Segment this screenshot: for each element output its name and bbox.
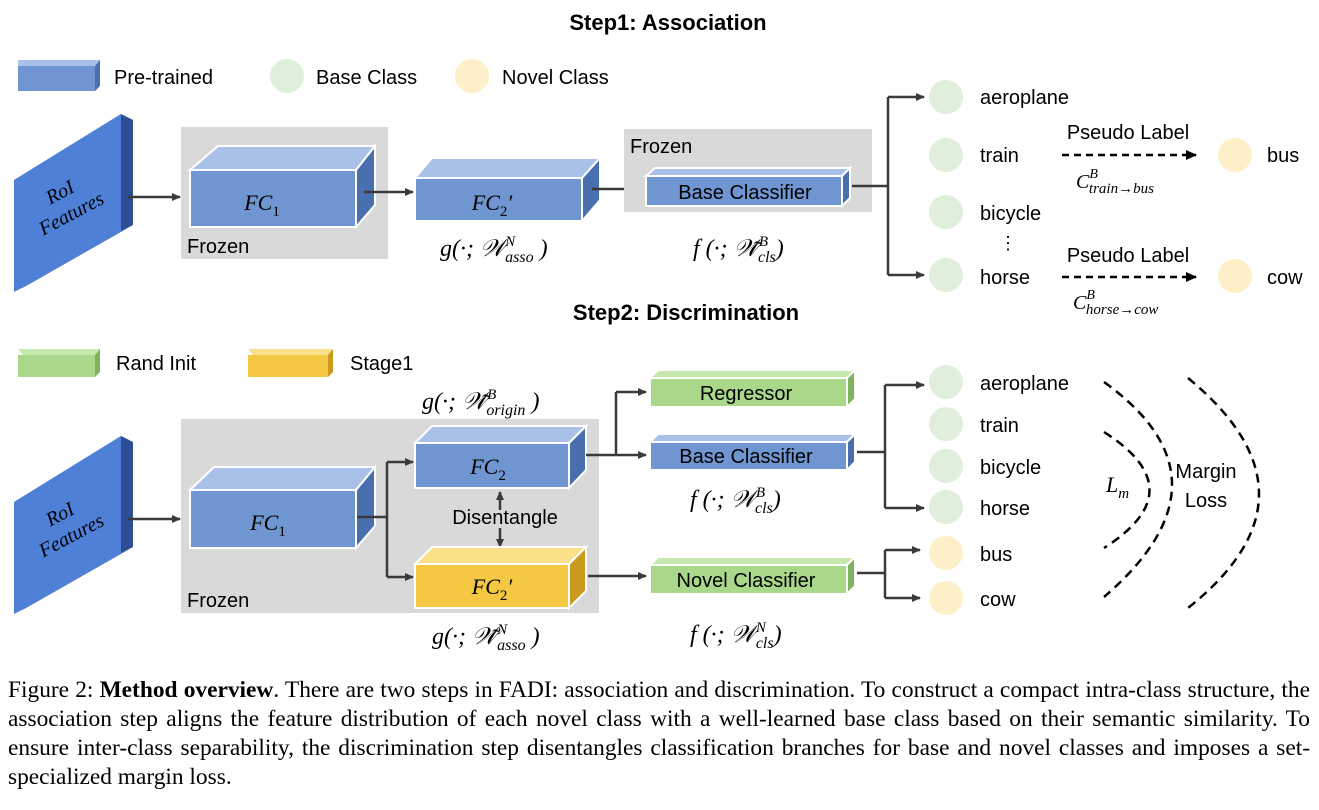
fc2-prime-block-step1: FC2′	[412, 155, 603, 224]
branch-arrows-novel-cls	[857, 546, 921, 602]
roi-features-block-2: RoIFeatures	[14, 436, 133, 614]
caption-text: . There are two steps in FADI: associati…	[8, 677, 1310, 790]
caption-prefix: Figure 2:	[8, 677, 100, 703]
fc1-label-2: FC1	[249, 510, 286, 540]
class-label-horse-1: horse	[980, 267, 1030, 289]
novel-circle-bus-1	[1218, 138, 1252, 172]
regressor-label: Regressor	[700, 383, 793, 405]
class-label-bicycle-2: bicycle	[980, 457, 1041, 479]
class-label-train-2: train	[980, 415, 1019, 437]
branch-arrows-fc1	[357, 458, 414, 581]
fc1-block-step1: FC1	[187, 143, 378, 230]
branch-arrows-step1	[852, 93, 925, 279]
class-circle-bus-2	[929, 536, 963, 570]
fc1-label: FC1	[243, 190, 280, 220]
class-circle-horse-2	[929, 490, 963, 524]
legend-stage1-label: Stage1	[350, 353, 413, 375]
margin-arc-outer-base	[1103, 380, 1174, 598]
margin-arc-inner	[1103, 430, 1151, 550]
legend-base-label: Base Class	[316, 67, 417, 89]
branch-arrows-base-cls	[857, 381, 925, 512]
class-circle-aeroplane-2	[929, 365, 963, 399]
caption-bold: Method overview	[99, 677, 274, 703]
fc2-label: FC2	[469, 454, 506, 484]
legend-stage1-swatch	[248, 349, 333, 377]
class-label-bicycle-1: bicycle	[980, 203, 1041, 225]
fc2-prime-label: FC2′	[471, 190, 514, 220]
fc2-prime-block-step2: FC2′	[412, 544, 589, 611]
class-circle-horse-1	[929, 258, 963, 292]
fc2-block: FC2	[412, 423, 589, 491]
class-circle-train-1	[929, 138, 963, 172]
class-label-train-1: train	[980, 145, 1019, 167]
legend-novel-label: Novel Class	[502, 67, 609, 89]
method-diagram: Step1: Association Pre-trained Base Clas…	[14, 10, 1303, 654]
roi-features-block-1: RoIFeatures	[14, 114, 133, 292]
legend-randinit-label: Rand Init	[116, 353, 196, 375]
class-label-horse-2: horse	[980, 498, 1030, 520]
figure-caption: Figure 2: Method overview. There are two…	[8, 676, 1310, 792]
novel-label-bus-1: bus	[1267, 145, 1299, 167]
legend-pretrained-label: Pre-trained	[114, 67, 213, 89]
class-label-bus-2: bus	[980, 544, 1012, 566]
fc1-block-step2: FC1	[187, 464, 378, 551]
margin-loss-label-a: Margin	[1175, 461, 1236, 483]
branch-arrows-fc2	[586, 388, 647, 459]
pseudo-label-1: Pseudo Label	[1067, 122, 1189, 144]
regressor-block	[647, 367, 858, 410]
base-classifier-step1	[643, 165, 853, 209]
frozen-label-step2: Frozen	[187, 590, 249, 612]
class-label-cow-2: cow	[980, 589, 1016, 611]
step1-title: Step1: Association	[569, 10, 766, 35]
novel-classifier-block	[647, 554, 858, 597]
lm-label: Lm	[1105, 472, 1129, 502]
class-circle-bicycle-1	[929, 195, 963, 229]
class-label-aeroplane-1: aeroplane	[980, 87, 1069, 109]
legend-pretrained-swatch	[18, 60, 100, 91]
frozen-label-cls: Frozen	[630, 136, 692, 158]
class-circle-train-2	[929, 407, 963, 441]
frozen-label-fc1: Frozen	[187, 236, 249, 258]
pseudo-label-2: Pseudo Label	[1067, 245, 1189, 267]
fc2-prime-label-2: FC2′	[471, 574, 514, 604]
class-circle-aeroplane-1	[929, 80, 963, 114]
class-ellipsis-1: ⋮	[999, 233, 1017, 253]
step2-title: Step2: Discrimination	[573, 300, 799, 325]
legend-randinit-swatch	[18, 349, 100, 377]
base-classifier-step2	[647, 431, 858, 473]
novel-label-cow-1: cow	[1267, 267, 1303, 289]
class-circle-bicycle-2	[929, 449, 963, 483]
base-classifier-label-1: Base Classifier	[678, 182, 812, 204]
class-label-aeroplane-2: aeroplane	[980, 373, 1069, 395]
base-classifier-label-2: Base Classifier	[679, 446, 813, 468]
class-circle-cow-2	[929, 581, 963, 615]
margin-arc-right	[1187, 377, 1261, 609]
legend-base-circle	[270, 59, 304, 93]
legend-novel-circle	[455, 59, 489, 93]
margin-loss-label-b: Loss	[1185, 490, 1227, 512]
disentangle-label: Disentangle	[452, 507, 558, 529]
novel-circle-cow-1	[1218, 259, 1252, 293]
novel-classifier-label: Novel Classifier	[677, 570, 816, 592]
